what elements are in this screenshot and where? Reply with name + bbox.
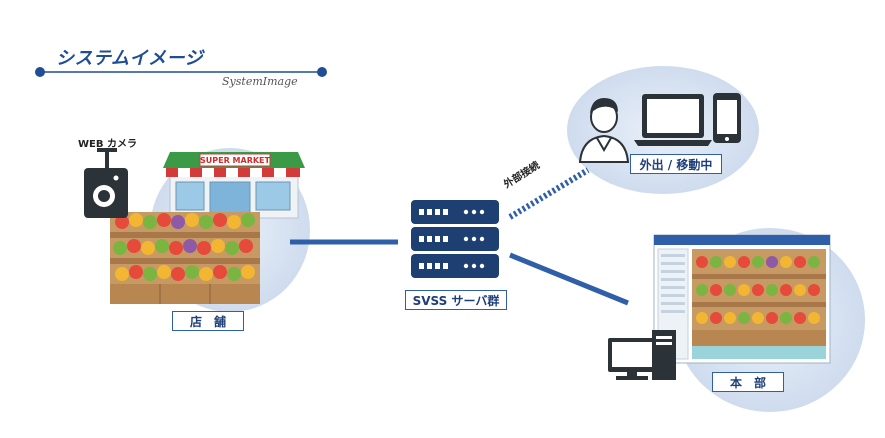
hq-label: 本 部 (712, 372, 784, 392)
mobile-label: 外出 / 移動中 (630, 154, 722, 174)
desktop-pc-icon (608, 330, 676, 380)
server-label: SVSS サーバ群 (405, 290, 507, 310)
produce-display (110, 212, 260, 304)
server-hq-link (509, 252, 629, 306)
header-rule (35, 67, 327, 77)
page-title: システムイメージ (56, 48, 204, 69)
laptop-icon (634, 94, 712, 146)
store-sign: SUPER MARKET (200, 156, 270, 165)
smartphone-icon (713, 93, 741, 143)
monitor-screen-icon (653, 234, 831, 364)
webcam-label: WEB カメラ (78, 139, 137, 150)
webcam-icon (84, 148, 128, 218)
supermarket-icon (163, 152, 305, 219)
person-icon (578, 98, 630, 163)
store-label: 店 舗 (172, 311, 244, 331)
server-icon (411, 200, 499, 278)
page-subtitle: SystemImage (222, 75, 298, 88)
external-link (508, 167, 590, 220)
